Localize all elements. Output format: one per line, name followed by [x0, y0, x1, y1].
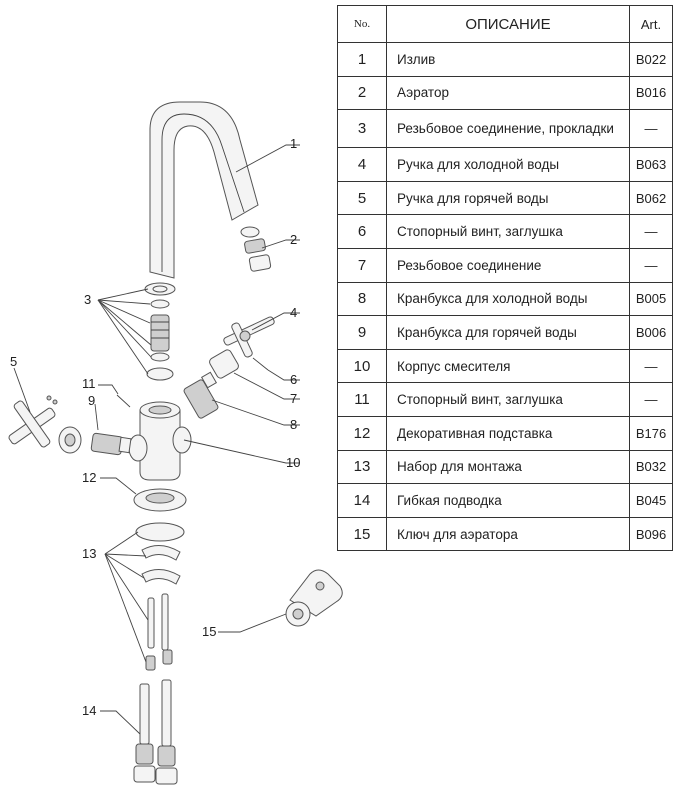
row-no: 5 — [337, 180, 387, 216]
callout-12: 12 — [82, 470, 96, 485]
row-art: B022 — [629, 42, 673, 77]
row-art: B176 — [629, 415, 673, 451]
callout-7: 7 — [290, 391, 297, 406]
callout-15: 15 — [202, 624, 216, 639]
row-art: B063 — [629, 147, 673, 182]
decorative-base-part — [133, 488, 187, 512]
leader-lines — [13, 144, 300, 735]
row-no: 14 — [337, 483, 387, 518]
row-no: 7 — [337, 247, 387, 283]
cold-cartridge-part — [183, 371, 219, 419]
hot-handle-part — [8, 395, 82, 454]
aerator-part — [240, 226, 272, 272]
row-no: 9 — [337, 315, 387, 350]
header-art: Art. — [629, 5, 673, 43]
row-art: B045 — [629, 483, 673, 518]
row-description: Ручка для горячей воды — [386, 180, 630, 216]
row-no: 11 — [337, 382, 387, 417]
mixer-body-part — [128, 401, 192, 481]
stop-screw-hot-part — [116, 394, 131, 408]
row-art: — — [629, 382, 673, 417]
row-no: 6 — [337, 214, 387, 249]
row-description: Резьбовое соединение, прокладки — [386, 109, 630, 149]
row-art: B032 — [629, 449, 673, 485]
header-no: No. — [337, 5, 387, 43]
row-no: 13 — [337, 449, 387, 485]
row-art: B096 — [629, 516, 673, 552]
callout-5: 5 — [10, 354, 17, 369]
row-art: B062 — [629, 180, 673, 216]
row-art: — — [629, 348, 673, 384]
row-description: Стопорный винт, заглушка — [386, 214, 630, 249]
callout-2: 2 — [290, 232, 297, 247]
aerator-key-part — [285, 569, 343, 627]
mounting-kit-part — [135, 522, 185, 671]
row-art: — — [629, 109, 673, 149]
row-description: Корпус смесителя — [386, 348, 630, 384]
row-no: 3 — [337, 109, 387, 149]
row-description: Излив — [386, 42, 630, 77]
callout-9: 9 — [88, 393, 95, 408]
row-no: 2 — [337, 75, 387, 111]
callout-13: 13 — [82, 546, 96, 561]
row-description: Ключ для аэратора — [386, 516, 630, 552]
row-no: 1 — [337, 42, 387, 77]
row-art: B016 — [629, 75, 673, 111]
spout-part — [149, 101, 259, 279]
row-description: Ручка для холодной воды — [386, 147, 630, 182]
row-no: 15 — [337, 516, 387, 552]
callout-11: 11 — [82, 376, 96, 391]
stop-screw-cold-part — [252, 357, 269, 371]
row-description: Набор для монтажа — [386, 449, 630, 485]
callout-1: 1 — [290, 136, 297, 151]
row-description: Резьбовое соединение — [386, 247, 630, 283]
callout-8: 8 — [290, 417, 297, 432]
row-description: Кранбукса для холодной воды — [386, 281, 630, 317]
threaded-connection-part — [144, 282, 176, 381]
row-no: 10 — [337, 348, 387, 384]
row-no: 4 — [337, 147, 387, 182]
row-description: Декоративная подставка — [386, 415, 630, 451]
table-header-row: No. ОПИСАНИЕ Art. — [337, 5, 673, 43]
callout-10: 10 — [286, 455, 300, 470]
flexible-hose-part — [133, 679, 178, 785]
row-art: B005 — [629, 281, 673, 317]
row-art: — — [629, 247, 673, 283]
callout-3: 3 — [84, 292, 91, 307]
threaded-connection-cold-part — [209, 349, 239, 379]
row-description: Гибкая подводка — [386, 483, 630, 518]
row-art: B006 — [629, 315, 673, 350]
row-description: Стопорный винт, заглушка — [386, 382, 630, 417]
callout-4: 4 — [290, 305, 297, 320]
header-description: ОПИСАНИЕ — [386, 5, 630, 43]
callout-14: 14 — [82, 703, 96, 718]
hot-cartridge-part — [90, 432, 132, 456]
row-no: 8 — [337, 281, 387, 317]
callout-6: 6 — [290, 372, 297, 387]
row-description: Аэратор — [386, 75, 630, 111]
cold-handle-part — [223, 316, 275, 358]
row-description: Кранбукса для горячей воды — [386, 315, 630, 350]
row-no: 12 — [337, 415, 387, 451]
row-art: — — [629, 214, 673, 249]
